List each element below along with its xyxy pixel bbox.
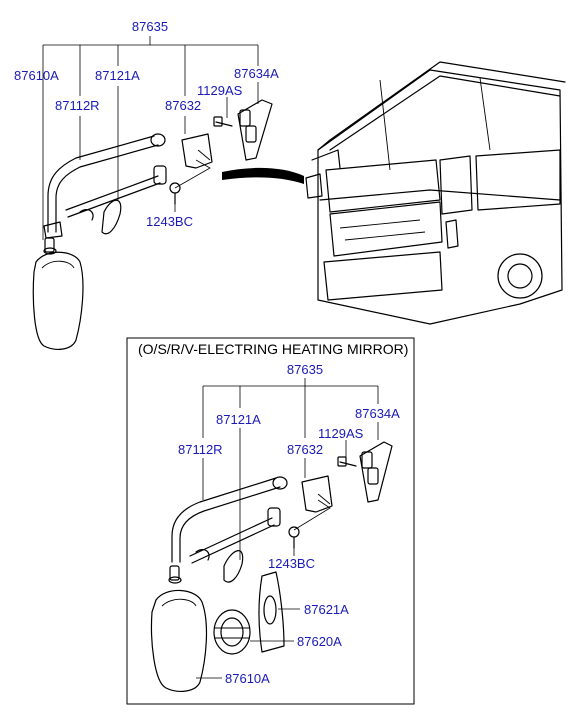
top-cover: [181, 133, 213, 169]
label-top-bracket: 87634A: [234, 66, 279, 81]
inset-panel: (O/S/R/V-ELECTRING HEATING MIRROR): [126, 337, 415, 705]
label-inset-arm-upper: 87112R: [178, 442, 223, 457]
inset-cover: [301, 475, 333, 513]
inset-arm-lower: [189, 507, 281, 583]
top-leader-lines: [42, 36, 259, 240]
label-inset-bolt: 1129AS: [318, 426, 364, 441]
label-inset-cover: 87632: [287, 442, 323, 457]
label-inset-screw: 1243BC: [268, 556, 315, 571]
bus-illustration: [305, 61, 566, 325]
top-mirror-head: [32, 237, 84, 350]
label-top-arm-upper: 87112R: [55, 98, 100, 113]
inset-mirror-head: [150, 565, 208, 692]
top-arm-lower: [65, 165, 167, 235]
label-top-mirror-head: 87610A: [14, 68, 59, 83]
inset-bolt: [337, 456, 357, 467]
inset-leader-lines: [196, 378, 379, 679]
label-inset-bracket: 87634A: [355, 406, 400, 421]
label-top-screw: 1243BC: [146, 214, 193, 229]
label-inset-actuator: 87620A: [297, 634, 342, 649]
inset-title: (O/S/R/V-ELECTRING HEATING MIRROR): [138, 341, 408, 357]
label-inset-mirror-head: 87610A: [225, 671, 270, 686]
label-inset-glass: 87621A: [304, 602, 349, 617]
top-bracket: [237, 99, 273, 161]
label-top-assembly: 87635: [132, 19, 168, 34]
inset-bracket: [359, 441, 393, 503]
top-assembly: 87635 87610A 87121A 87112R 87632 87634A …: [14, 19, 566, 350]
label-top-bolt: 1129AS: [197, 83, 243, 98]
label-top-arm-lower: 87121A: [95, 68, 140, 83]
label-top-cover: 87632: [165, 98, 201, 113]
inset-actuator: [213, 609, 251, 655]
top-screw: [169, 182, 181, 205]
top-bolt: [213, 116, 233, 127]
inset-screw: [288, 526, 300, 549]
top-arm-upper: [43, 133, 166, 239]
label-inset-assembly: 87635: [287, 362, 323, 377]
inset-glass: [258, 571, 285, 653]
inset-arm-upper: [171, 476, 288, 563]
pointer-swoosh: [222, 167, 304, 184]
label-inset-arm-lower: 87121A: [216, 412, 261, 427]
